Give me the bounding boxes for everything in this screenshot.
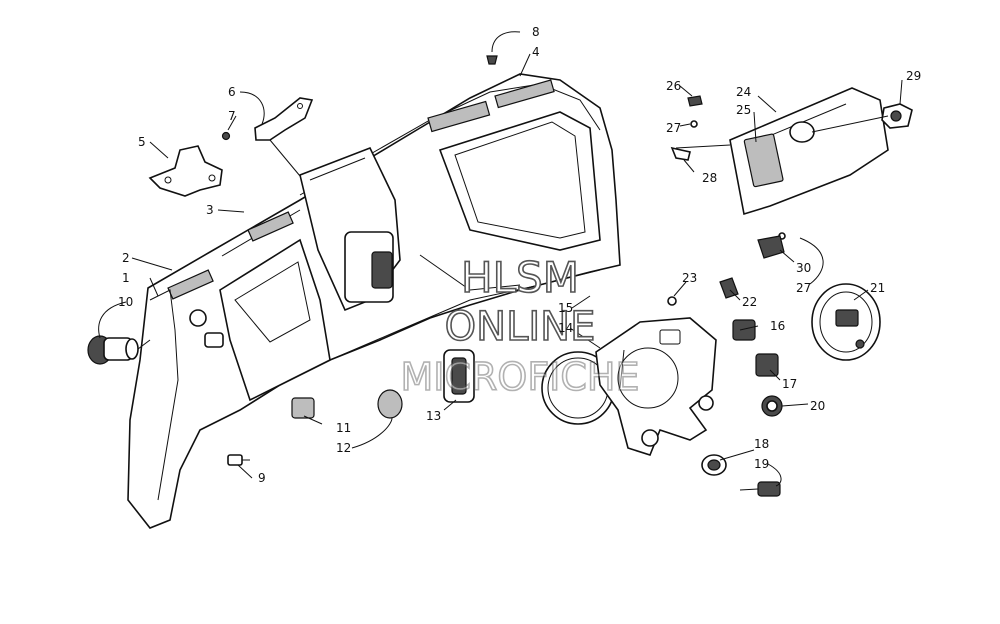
callout-7: 7 (228, 109, 236, 123)
screw-8 (486, 55, 498, 65)
switch-10 (87, 335, 139, 365)
watermark: HLSM ONLINE MICROFICHE (400, 252, 641, 400)
callout-1: 1 (122, 271, 130, 285)
callout-14: 14 (558, 321, 573, 335)
screw-9 (227, 454, 250, 466)
dash-panel-assembly (127, 73, 621, 529)
callout-9: 9 (258, 471, 266, 485)
switch-17 (755, 353, 779, 377)
watermark-line-1: HLSM (461, 253, 579, 302)
instrument-bezel-14 (595, 317, 717, 456)
callout-6: 6 (228, 85, 236, 99)
callout-27b: 27 (796, 281, 811, 295)
bracket-6 (254, 97, 314, 141)
callout-24: 24 (736, 85, 751, 99)
callout-27a: 27 (666, 121, 681, 135)
decal-25 (743, 133, 784, 188)
callout-8: 8 (532, 25, 540, 39)
ignition-switch-18 (701, 454, 727, 476)
callout-4: 4 (532, 45, 540, 59)
callout-15: 15 (558, 301, 573, 315)
screw-23 (667, 296, 677, 306)
callout-21: 21 (870, 281, 885, 295)
callout-5: 5 (138, 135, 146, 149)
callout-20: 20 (810, 399, 825, 413)
screw-27a (690, 120, 698, 128)
leader-lines (98, 31, 903, 487)
latch-26 (687, 95, 703, 107)
callout-19: 19 (754, 457, 769, 471)
callout-12: 12 (336, 441, 351, 455)
callout-26: 26 (666, 79, 681, 93)
callout-10: 10 (118, 295, 133, 309)
clip-28 (670, 146, 691, 161)
callout-28: 28 (702, 171, 717, 185)
callout-3: 3 (206, 203, 214, 217)
callout-17: 17 (782, 377, 797, 391)
key-19 (739, 481, 781, 497)
callout-30: 30 (796, 261, 811, 275)
callout-25: 25 (736, 103, 751, 117)
switch-bank-13 (443, 349, 475, 403)
callout-11: 11 (336, 421, 351, 435)
plug-11 (291, 397, 315, 419)
callout-16: 16 (770, 319, 785, 333)
plug-12 (377, 389, 403, 419)
callout-22: 22 (742, 295, 757, 309)
switch-16 (732, 319, 756, 341)
callout-2: 2 (122, 251, 130, 265)
callout-29: 29 (906, 69, 921, 83)
callout-18: 18 (754, 437, 769, 451)
power-outlet-20 (761, 395, 783, 417)
callout-13: 13 (426, 409, 441, 423)
watermark-line-3: MICROFICHE (400, 355, 639, 399)
watermark-line-2: ONLINE (445, 304, 596, 350)
hinge-30 (757, 235, 785, 259)
bracket-5 (148, 145, 223, 197)
callout-labels: 1 2 3 4 5 6 7 8 9 10 11 12 13 14 15 16 1… (118, 25, 921, 485)
callout-23: 23 (682, 271, 697, 285)
screw-7 (221, 131, 231, 141)
gauge-21 (811, 283, 881, 361)
